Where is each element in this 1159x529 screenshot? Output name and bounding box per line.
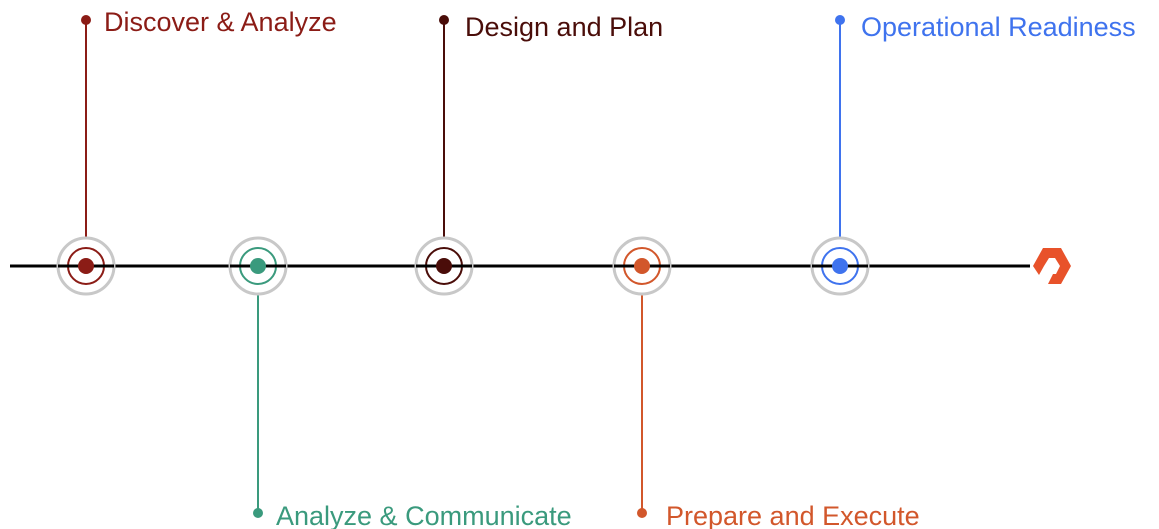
milestone-center-dot — [832, 258, 848, 274]
milestone-stem-dot — [81, 15, 91, 25]
milestone-stem-dot — [835, 15, 845, 25]
milestone-stem-dot — [439, 15, 449, 25]
milestone-design-plan: Design and Plan — [414, 12, 663, 296]
pure-storage-logo-icon — [1033, 248, 1071, 284]
milestone-analyze-communicate: Analyze & Communicate — [228, 236, 572, 529]
milestone-label: Operational Readiness — [861, 12, 1136, 42]
milestone-stem-dot — [637, 508, 647, 518]
milestone-label: Analyze & Communicate — [276, 501, 572, 529]
milestone-prepare-execute: Prepare and Execute — [612, 236, 920, 529]
milestone-discover-analyze: Discover & Analyze — [56, 7, 337, 296]
milestone-label: Prepare and Execute — [666, 501, 920, 529]
milestone-center-dot — [250, 258, 266, 274]
milestone-label: Discover & Analyze — [104, 7, 337, 37]
milestone-stem-dot — [253, 508, 263, 518]
milestone-center-dot — [78, 258, 94, 274]
milestone-operational-readiness: Operational Readiness — [810, 12, 1136, 296]
logo-hexagon-mark — [1033, 248, 1071, 284]
milestone-label: Design and Plan — [465, 12, 663, 42]
milestone-center-dot — [634, 258, 650, 274]
milestone-center-dot — [436, 258, 452, 274]
